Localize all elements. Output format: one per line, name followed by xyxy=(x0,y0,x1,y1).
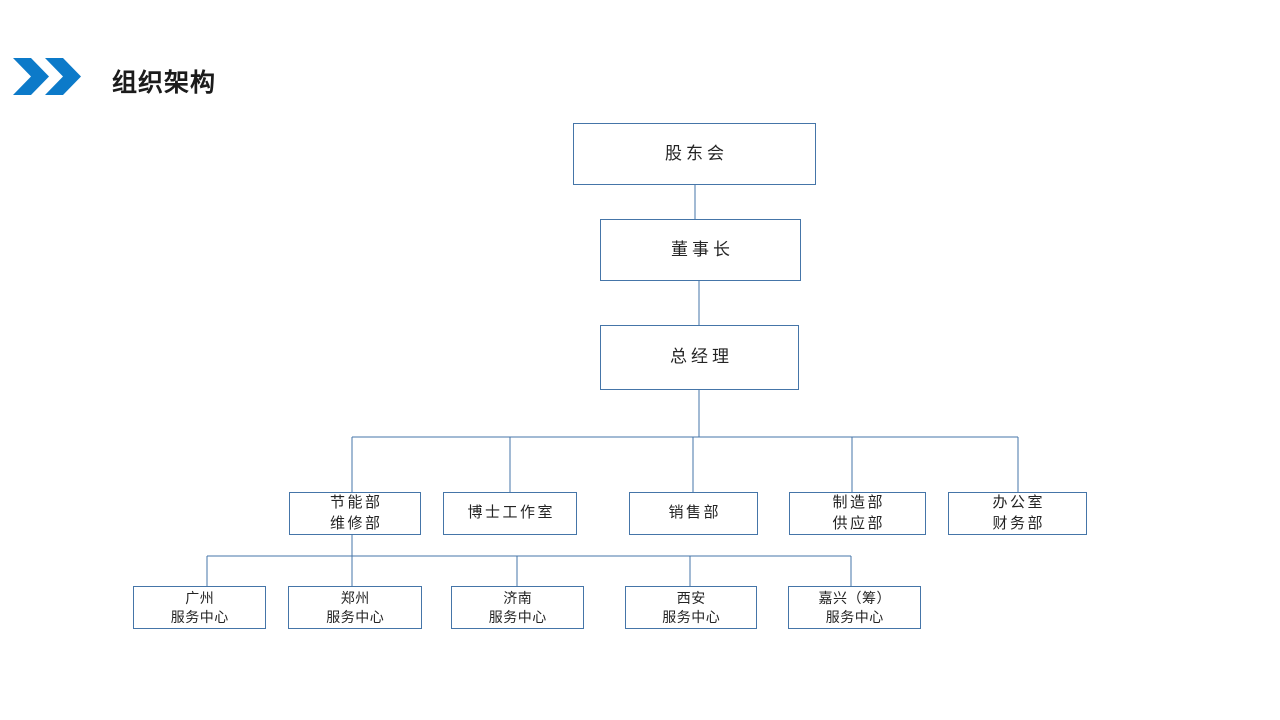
org-node-label-line2: 服务中心 xyxy=(825,608,884,625)
org-node-department-sales[interactable]: 销售部 xyxy=(629,492,758,535)
org-node-label-line2: 服务中心 xyxy=(170,608,229,625)
org-node-label-line2: 服务中心 xyxy=(326,608,385,625)
org-node-label-line2: 供应部 xyxy=(832,514,885,532)
org-node-service-center-zhengzhou[interactable]: 郑州 服务中心 xyxy=(288,586,422,629)
org-node-service-center-xian[interactable]: 西安 服务中心 xyxy=(625,586,757,629)
org-node-service-center-guangzhou[interactable]: 广州 服务中心 xyxy=(133,586,266,629)
org-node-label-line1: 西安 xyxy=(676,589,706,606)
org-node-label: 董事长 xyxy=(671,239,734,259)
org-node-label-line1: 销售部 xyxy=(668,504,721,522)
page-title: 组织架构 xyxy=(112,69,217,97)
org-node-department-doctoral-studio[interactable]: 博士工作室 xyxy=(443,492,577,535)
org-node-label: 总经理 xyxy=(670,347,733,367)
org-node-label-line2: 维修部 xyxy=(329,514,383,532)
org-node-label-line1: 办公室 xyxy=(992,494,1045,512)
org-node-general-manager[interactable]: 总经理 xyxy=(600,325,799,390)
org-node-label-line1: 制造部 xyxy=(832,494,885,512)
org-node-label-line2: 服务中心 xyxy=(488,608,547,625)
org-node-service-center-jinan[interactable]: 济南 服务中心 xyxy=(451,586,584,629)
org-node-label-line1: 节能部 xyxy=(329,494,383,512)
org-node-chairman[interactable]: 董事长 xyxy=(600,219,801,281)
org-node-label-line1: 郑州 xyxy=(340,589,370,606)
org-node-label-line1: 济南 xyxy=(503,589,533,606)
org-node-label-line1: 博士工作室 xyxy=(467,504,555,522)
org-node-department-energy-maintenance[interactable]: 节能部 维修部 xyxy=(289,492,421,535)
org-node-shareholders[interactable]: 股东会 xyxy=(573,123,816,185)
org-node-label-line1: 嘉兴（筹） xyxy=(818,589,891,606)
double-chevron-right-icon xyxy=(13,58,81,95)
org-node-label: 股东会 xyxy=(665,143,728,163)
org-node-department-office-finance[interactable]: 办公室 财务部 xyxy=(948,492,1087,535)
org-node-label-line1: 广州 xyxy=(185,589,215,606)
org-node-service-center-jiaxing[interactable]: 嘉兴（筹） 服务中心 xyxy=(788,586,921,629)
org-node-label-line2: 财务部 xyxy=(992,514,1045,532)
slide-header: 组织架构 xyxy=(0,0,1280,110)
org-node-department-manufacturing-supply[interactable]: 制造部 供应部 xyxy=(789,492,926,535)
org-node-label-line2: 服务中心 xyxy=(662,608,721,625)
